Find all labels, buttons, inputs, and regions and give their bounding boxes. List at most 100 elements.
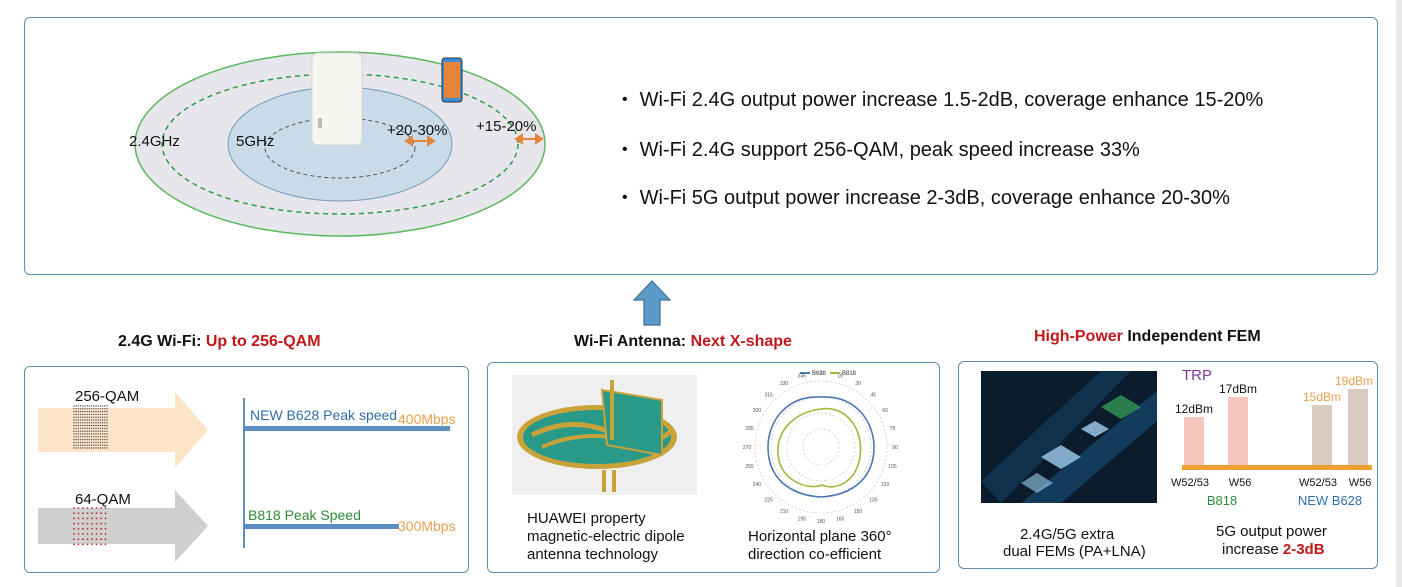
constellation-dot [90, 436, 93, 438]
polar-angle-tick: 270 [743, 445, 752, 451]
constellation-dot [84, 422, 86, 424]
constellation-dot [88, 410, 91, 413]
constellation-dot [104, 424, 106, 427]
constellation-dot [93, 416, 95, 418]
constellation-dot [101, 447, 104, 449]
constellation-dot [90, 447, 93, 449]
fem-power-highlight: 2-3dB [1282, 541, 1325, 558]
polar-angle-tick: 90 [892, 445, 898, 451]
constellation-dot [97, 408, 99, 410]
constellation-dot [86, 436, 88, 438]
constellation-dot [73, 410, 75, 413]
constellation-dot [91, 522, 93, 525]
constellation-dot [73, 538, 75, 541]
constellation-dot [95, 430, 97, 432]
constellation-dot [77, 507, 80, 509]
antenna-title-highlight: Next X-shape [690, 333, 792, 350]
constellation-dot [95, 438, 97, 441]
fem-section-title: High-Power Independent FEM [1034, 328, 1261, 346]
trp-value-label: 15dBm [1303, 390, 1341, 404]
constellation-dot [82, 543, 84, 546]
polar-angle-tick: 255 [745, 464, 754, 470]
trp-bar [1184, 417, 1204, 465]
polar-angle-tick: 135 [869, 497, 878, 503]
constellation-dot [106, 447, 108, 449]
constellation-dot [106, 438, 108, 441]
qam-256-label: 256-QAM [75, 388, 140, 405]
constellation-dot [88, 405, 91, 407]
trp-bar [1228, 397, 1248, 465]
constellation-dot [95, 507, 98, 509]
qam-64-label: 64-QAM [75, 491, 131, 508]
constellation-dot [79, 436, 82, 438]
constellation-dot [106, 436, 108, 438]
trp-category-label: W52/53 [1299, 477, 1337, 489]
b818-speed-value: 300Mbps [398, 518, 456, 534]
b818-speed-label: B818 Peak Speed [248, 507, 361, 523]
b628-pattern-line [767, 396, 875, 498]
chart-baseline [1182, 465, 1372, 470]
scrollbar-track[interactable] [1396, 0, 1402, 587]
constellation-dot [106, 430, 108, 432]
constellation-dot [79, 405, 82, 407]
polar-ring [770, 396, 872, 498]
constellation-dot [106, 419, 108, 421]
constellation-dot [84, 438, 86, 441]
fem-title-highlight: High-Power [1034, 328, 1123, 345]
constellation-dot [97, 447, 99, 449]
constellation-dot [106, 408, 108, 410]
constellation-dot [75, 422, 77, 424]
antenna-caption-line: HUAWEI property [527, 510, 646, 527]
qam-256-constellation [73, 405, 108, 449]
constellation-dot [104, 527, 107, 530]
antenna-model-image [512, 375, 697, 495]
polar-angle-tick: 300 [753, 408, 762, 414]
constellation-dot [104, 422, 106, 424]
bullet-item: Wi-Fi 2.4G output power increase 1.5-2dB… [622, 89, 1264, 112]
new-b628-speed-value: 400Mbps [398, 411, 456, 427]
constellation-dot [75, 408, 77, 410]
constellation-dot [101, 424, 104, 427]
polar-angle-tick: 180 [817, 519, 826, 525]
constellation-dot [84, 427, 86, 430]
constellation-dot [73, 543, 75, 546]
trp-series-label: B818 [1207, 493, 1237, 508]
constellation-dot [97, 422, 99, 424]
coverage-5g-dashed [264, 117, 416, 179]
antenna-caption-line: magnetic-electric dipole [527, 528, 685, 545]
constellation-dot [73, 444, 75, 446]
constellation-dot [93, 433, 95, 435]
constellation-dot [84, 433, 86, 435]
constellation-dot [93, 408, 95, 410]
constellation-dot [86, 543, 89, 546]
new-b628-speed-bar [244, 426, 450, 431]
constellation-dot [101, 430, 104, 432]
constellation-dot [86, 441, 88, 444]
constellation-dot [95, 533, 98, 535]
constellation-dot [75, 447, 77, 449]
b818-pattern-line [777, 407, 862, 488]
constellation-dot [86, 410, 88, 413]
constellation-dot [84, 444, 86, 446]
constellation-dot [88, 424, 91, 427]
constellation-dot [86, 424, 88, 427]
constellation-dot [100, 522, 102, 525]
constellation-dot [88, 447, 91, 449]
trp-series-label: NEW B628 [1298, 493, 1362, 508]
constellation-dot [104, 522, 107, 525]
constellation-dot [86, 433, 88, 435]
constellation-dot [95, 427, 97, 430]
constellation-dot [106, 422, 108, 424]
constellation-dot [73, 413, 75, 416]
constellation-dot [99, 419, 102, 421]
constellation-dot [73, 441, 75, 444]
constellation-dot [82, 538, 84, 541]
constellation-dot [77, 543, 80, 546]
constellation-dot [104, 416, 106, 418]
trp-bar [1348, 389, 1368, 465]
constellation-dot [77, 444, 80, 446]
constellation-dot [82, 512, 84, 515]
constellation-dot [73, 527, 75, 530]
constellation-dot [93, 405, 95, 407]
constellation-dot [82, 517, 84, 520]
